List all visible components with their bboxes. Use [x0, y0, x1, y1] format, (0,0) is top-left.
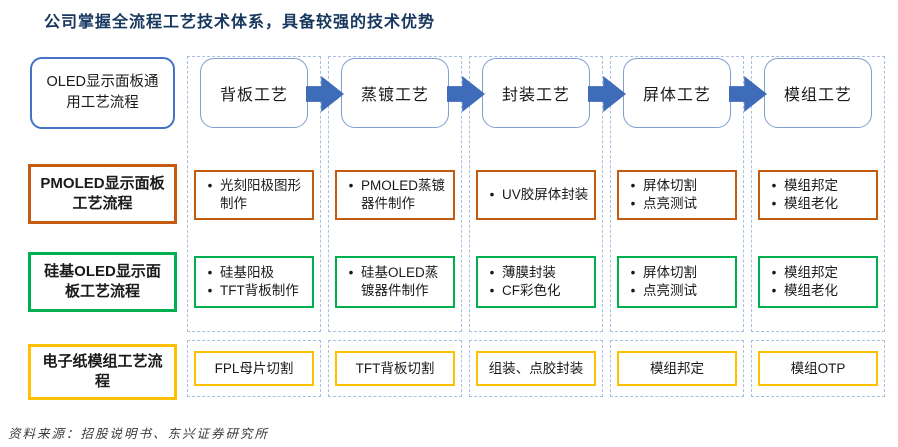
flow-step-label: 模组工艺	[783, 87, 852, 104]
cell-item: 屏体切割	[623, 177, 731, 195]
row-label-text: 硅基OLED显示面板工艺流程	[44, 262, 161, 300]
cell-pmoled-evaporation: PMOLED蒸镀器件制作	[335, 170, 455, 220]
cell-epaper-module: 模组OTP	[758, 351, 878, 386]
flow-step-evaporation: 蒸镀工艺	[341, 58, 449, 128]
cell-silicon-panel: 屏体切割 点亮测试	[617, 256, 737, 308]
cell-item: 模组邦定	[764, 177, 872, 195]
flow-generic-label-box: OLED显示面板通用工艺流程	[30, 57, 175, 129]
cell-silicon-evaporation: 硅基OLED蒸镀器件制作	[335, 256, 455, 308]
cell-item: 模组邦定	[650, 360, 704, 376]
cell-epaper-backplane: FPL母片切割	[194, 351, 314, 386]
flow-step-label: 屏体工艺	[642, 87, 711, 104]
flow-step-label: 封装工艺	[501, 87, 570, 104]
cell-item: 光刻阳极图形制作	[200, 177, 308, 213]
row-label-text: 电子纸模组工艺流程	[42, 352, 163, 390]
cell-item: PMOLED蒸镀器件制作	[341, 177, 449, 213]
page-title: 公司掌握全流程工艺技术体系，具备较强的技术优势	[44, 14, 436, 31]
cell-pmoled-panel: 屏体切割 点亮测试	[617, 170, 737, 220]
cell-pmoled-module: 模组邦定 模组老化	[758, 170, 878, 220]
cell-item: 薄膜封装	[482, 264, 590, 282]
row-label-text: PMOLED显示面板工艺流程	[40, 174, 165, 212]
cell-epaper-encapsulation: 组装、点胶封装	[476, 351, 596, 386]
flow-step-label: 蒸镀工艺	[360, 87, 429, 104]
flow-step-label: 背板工艺	[219, 87, 288, 104]
cell-epaper-panel: 模组邦定	[617, 351, 737, 386]
cell-item: 组装、点胶封装	[488, 360, 584, 376]
cell-item: CF彩色化	[482, 282, 590, 300]
cell-item: 硅基OLED蒸镀器件制作	[341, 264, 449, 300]
source-note: 资料来源：招股说明书、东兴证券研究所	[8, 427, 270, 441]
cell-item: 点亮测试	[623, 282, 731, 300]
cell-item: FPL母片切割	[214, 360, 294, 376]
cell-item: 屏体切割	[623, 264, 731, 282]
cell-silicon-encapsulation: 薄膜封装 CF彩色化	[476, 256, 596, 308]
cell-epaper-evaporation: TFT背板切割	[335, 351, 455, 386]
row-label-epaper: 电子纸模组工艺流程	[28, 344, 177, 400]
cell-item: 模组老化	[764, 195, 872, 213]
cell-pmoled-encapsulation: UV胶屏体封装	[476, 170, 596, 220]
cell-item: 模组OTP	[790, 360, 846, 376]
cell-silicon-backplane: 硅基阳极 TFT背板制作	[194, 256, 314, 308]
flow-step-module: 模组工艺	[764, 58, 872, 128]
flow-step-backplane: 背板工艺	[200, 58, 308, 128]
flow-step-panel: 屏体工艺	[623, 58, 731, 128]
cell-item: 模组老化	[764, 282, 872, 300]
cell-silicon-module: 模组邦定 模组老化	[758, 256, 878, 308]
row-label-silicon-oled: 硅基OLED显示面板工艺流程	[28, 252, 177, 312]
flow-step-encapsulation: 封装工艺	[482, 58, 590, 128]
row-label-pmoled: PMOLED显示面板工艺流程	[28, 164, 177, 224]
cell-item: UV胶屏体封装	[482, 186, 590, 204]
cell-item: TFT背板切割	[355, 360, 435, 376]
cell-item: 硅基阳极	[200, 264, 308, 282]
flow-generic-label: OLED显示面板通用工艺流程	[46, 73, 159, 111]
cell-item: 点亮测试	[623, 195, 731, 213]
cell-pmoled-backplane: 光刻阳极图形制作	[194, 170, 314, 220]
cell-item: 模组邦定	[764, 264, 872, 282]
cell-item: TFT背板制作	[200, 282, 308, 300]
